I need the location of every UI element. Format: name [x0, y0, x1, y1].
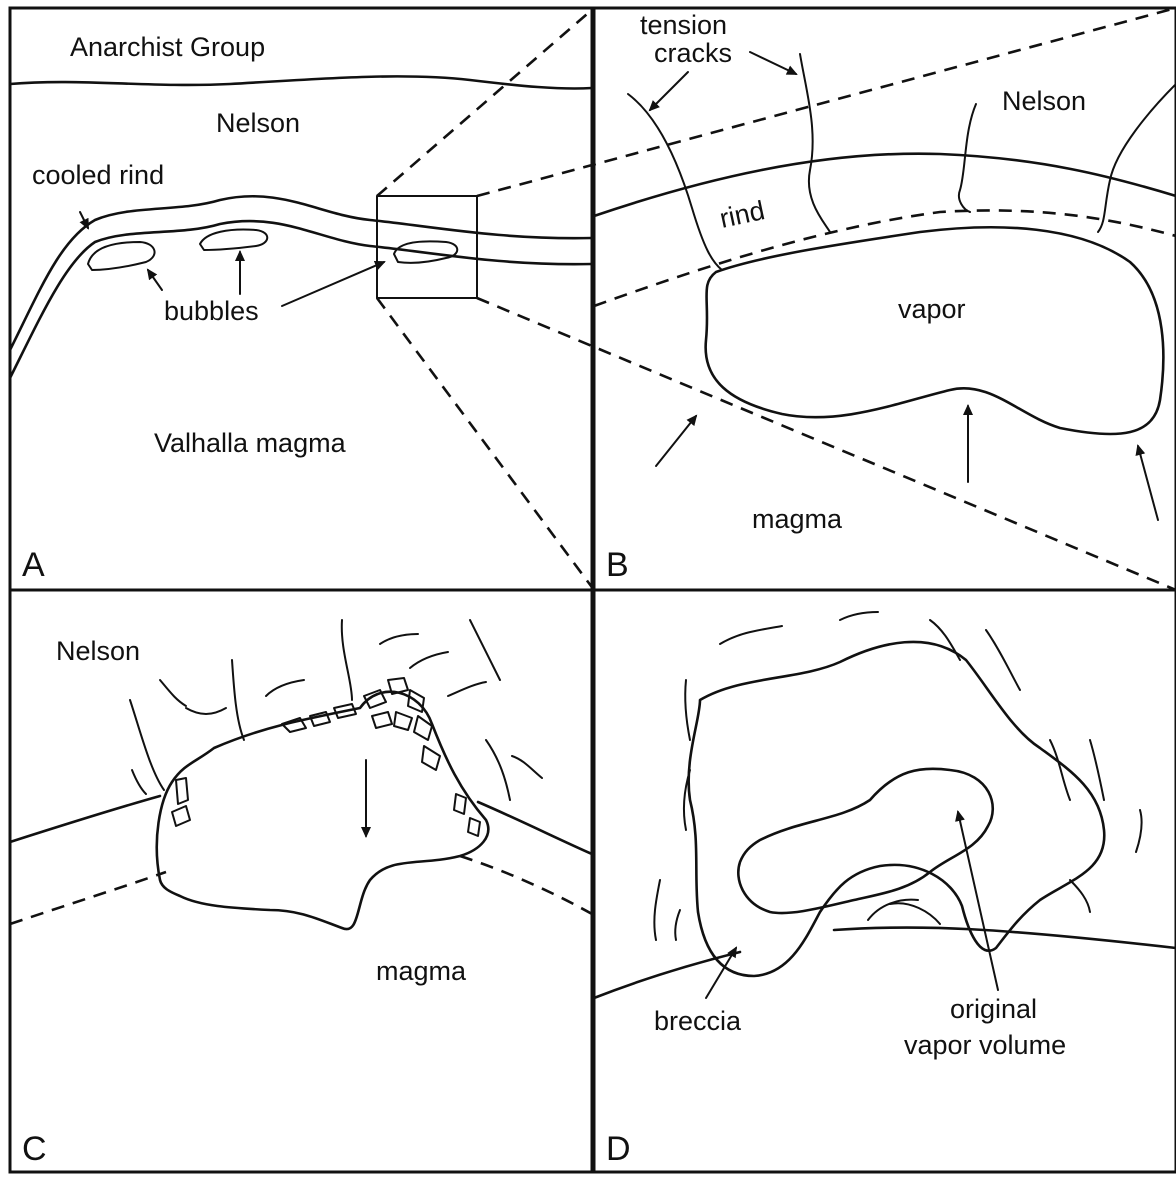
rind-contact-c-left	[10, 796, 160, 842]
label-original: original	[950, 994, 1037, 1024]
tension-crack-3	[959, 104, 976, 212]
anarchist-nelson-contact	[10, 76, 592, 88]
inset-box	[377, 196, 477, 298]
zoom-line-3	[377, 298, 594, 590]
label-cracks: cracks	[654, 38, 732, 68]
rind-inner-contact-b	[594, 210, 1176, 306]
rind-outer-contact	[10, 196, 592, 350]
label-vapor: vapor	[898, 294, 966, 324]
panel-letter-c: C	[22, 1130, 47, 1168]
panel-d: breccia original vapor volume D	[594, 590, 1176, 1172]
panel-letter-d: D	[606, 1130, 631, 1168]
breccia-fragments	[172, 678, 480, 836]
label-nelson-a: Nelson	[216, 108, 300, 138]
rind-inner-contact-c-left	[10, 872, 166, 924]
zoom-line-1	[377, 8, 594, 196]
vapor-bubble	[706, 227, 1164, 434]
cooled-rind-arrow	[80, 212, 88, 228]
panel-a: Anarchist Group Nelson cooled rind bubbl…	[10, 8, 592, 590]
pressure-arrow-3	[1138, 446, 1158, 520]
rind-inner-contact	[10, 221, 592, 378]
tension-arrow-right	[750, 52, 796, 74]
label-cooled-rind: cooled rind	[32, 160, 164, 190]
bubble-2	[200, 230, 267, 250]
collapse-cavity	[157, 692, 489, 929]
panel-letter-a: A	[22, 546, 45, 584]
bubble-arrow-3	[282, 262, 384, 306]
label-nelson-b: Nelson	[1002, 86, 1086, 116]
tension-arrow-left	[650, 72, 688, 110]
label-tension: tension	[640, 10, 727, 40]
fractures-c	[130, 620, 542, 800]
label-rind: rind	[717, 195, 767, 234]
panel-c: Nelson magma C	[10, 590, 592, 1172]
rind-contact-b	[594, 154, 1176, 216]
label-bubbles: bubbles	[164, 296, 259, 326]
panel-c-frame	[10, 590, 592, 1172]
rind-inner-contact-c-right	[460, 856, 592, 914]
base-fracture-2	[890, 903, 940, 924]
label-nelson-c: Nelson	[56, 636, 140, 666]
panel-d-frame	[594, 590, 1176, 1172]
panel-b-frame	[594, 8, 1176, 590]
breccia-body	[689, 642, 1105, 976]
tension-crack-4	[1098, 84, 1176, 232]
label-valhalla-magma: Valhalla magma	[154, 428, 347, 458]
label-breccia: breccia	[654, 1006, 742, 1036]
pressure-arrow-1	[656, 416, 696, 466]
label-magma-b: magma	[752, 504, 843, 534]
panel-b: tension cracks Nelson rind vapor magma B	[594, 8, 1176, 590]
magma-contact-d-left	[594, 952, 740, 998]
zoom-line-4	[477, 298, 1176, 590]
label-magma-c: magma	[376, 956, 467, 986]
label-anarchist-group: Anarchist Group	[70, 32, 265, 62]
label-vapor-volume: vapor volume	[904, 1030, 1066, 1060]
panel-letter-b: B	[606, 546, 629, 584]
bubble-1	[88, 242, 155, 270]
breccia-arrow	[706, 948, 736, 998]
panel-a-frame	[10, 8, 592, 590]
rind-contact-c-right	[478, 802, 592, 854]
bubble-arrow-1	[148, 270, 162, 290]
tension-crack-2	[800, 54, 830, 232]
